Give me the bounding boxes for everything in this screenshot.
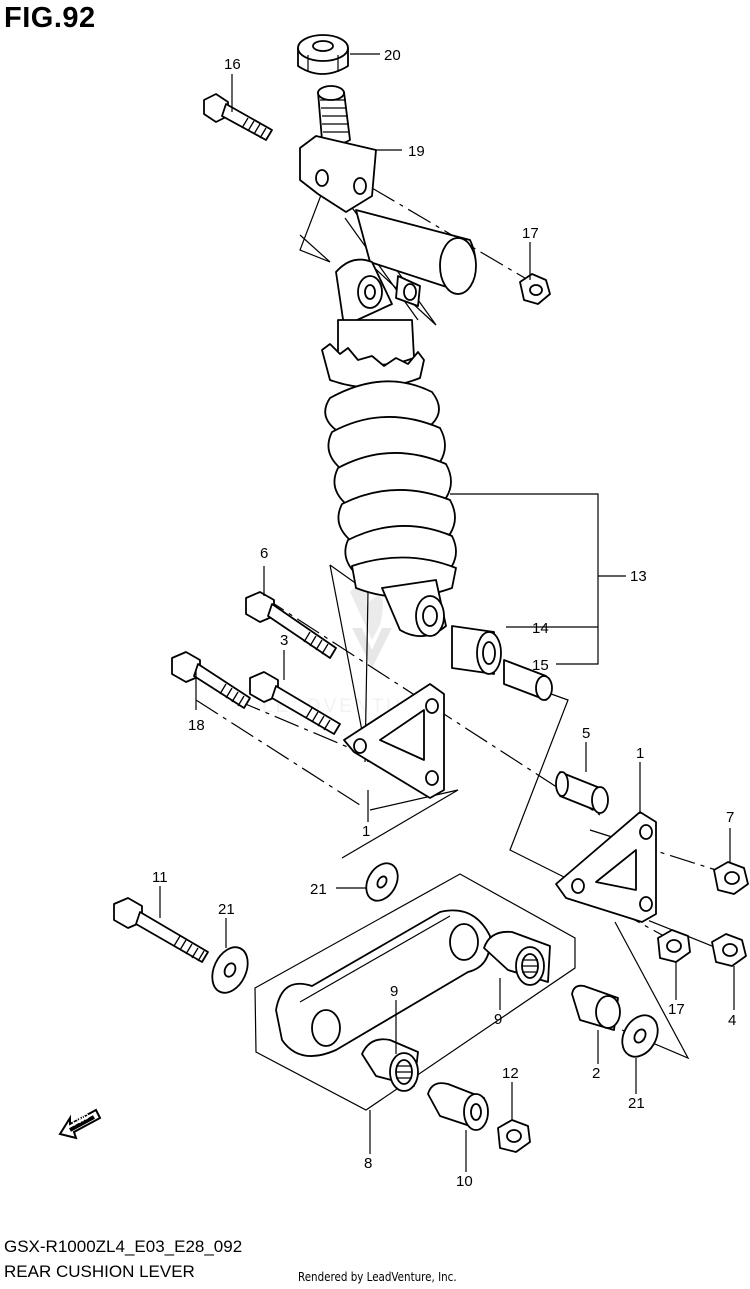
part-9-bearing-left xyxy=(361,1038,419,1092)
callout-21-right: 21 xyxy=(628,1095,645,1112)
callout-leaders xyxy=(159,53,735,1172)
callout-9-right: 9 xyxy=(494,1011,502,1028)
figure-title: FIG.92 xyxy=(4,2,96,34)
callout-21-upper: 21 xyxy=(310,881,327,898)
part-11-bolt xyxy=(113,897,209,963)
part-18-bolt xyxy=(171,651,251,709)
callout-labels: 20 16 19 17 13 14 15 6 3 18 1 5 1 7 4 17… xyxy=(152,47,736,1190)
part-2-bushing xyxy=(571,984,621,1031)
part-12-nut xyxy=(497,1119,531,1153)
callout-16: 16 xyxy=(224,56,241,73)
part-14-bushing xyxy=(451,625,502,675)
part-21-washer-right xyxy=(621,1014,659,1058)
part-17-nut-top xyxy=(519,273,551,305)
part-8-link-rod xyxy=(275,909,491,1057)
callout-21-left: 21 xyxy=(218,901,235,918)
callout-2: 2 xyxy=(592,1065,600,1082)
part-7-nut xyxy=(713,861,749,895)
callout-9-left: 9 xyxy=(390,983,398,1000)
part-17-nut-lower xyxy=(657,929,691,963)
part-1-lever-right xyxy=(555,811,657,923)
part-3-bolt xyxy=(249,671,341,735)
callout-20: 20 xyxy=(384,47,401,64)
callout-1-left: 1 xyxy=(362,823,370,840)
callout-13: 13 xyxy=(630,568,647,585)
part-15-bushing xyxy=(503,659,553,701)
diagram-subtitle: REAR CUSHION LEVER xyxy=(4,1262,195,1281)
rendered-by-credit: Rendered by LeadVenture, Inc. xyxy=(298,1270,457,1284)
part-20-nut xyxy=(297,34,349,75)
part-1-lever-left xyxy=(343,683,445,799)
diagram-code: GSX-R1000ZL4_E03_E28_092 xyxy=(4,1237,243,1256)
callout-7: 7 xyxy=(726,809,734,826)
callout-3: 3 xyxy=(280,632,288,649)
callout-17-top: 17 xyxy=(522,225,539,242)
part-21-washer-left xyxy=(211,946,249,994)
part-4-nut xyxy=(711,933,747,967)
part-6-bolt xyxy=(245,591,337,659)
callout-11: 11 xyxy=(152,869,168,886)
callout-17-lower: 17 xyxy=(668,1001,685,1018)
part-9-bearing-right xyxy=(483,930,551,986)
part-21-washer-upper xyxy=(365,862,399,902)
part-13-rear-shock xyxy=(321,209,477,637)
part-10-collar xyxy=(427,1082,489,1131)
callout-8: 8 xyxy=(364,1155,372,1172)
part-5-bushing xyxy=(555,771,609,814)
callout-14: 14 xyxy=(532,620,549,637)
callout-5: 5 xyxy=(582,725,590,742)
callout-1-right: 1 xyxy=(636,745,644,762)
part-16-bolt xyxy=(203,93,273,141)
callout-15: 15 xyxy=(532,657,549,674)
fwd-arrow-icon: FWD xyxy=(58,1108,102,1140)
callout-10: 10 xyxy=(456,1173,473,1190)
callout-19: 19 xyxy=(408,143,425,160)
callout-12: 12 xyxy=(502,1065,519,1082)
part-19-clevis xyxy=(299,85,377,213)
callout-6: 6 xyxy=(260,545,268,562)
callout-18: 18 xyxy=(188,717,205,734)
callout-4: 4 xyxy=(728,1012,736,1029)
